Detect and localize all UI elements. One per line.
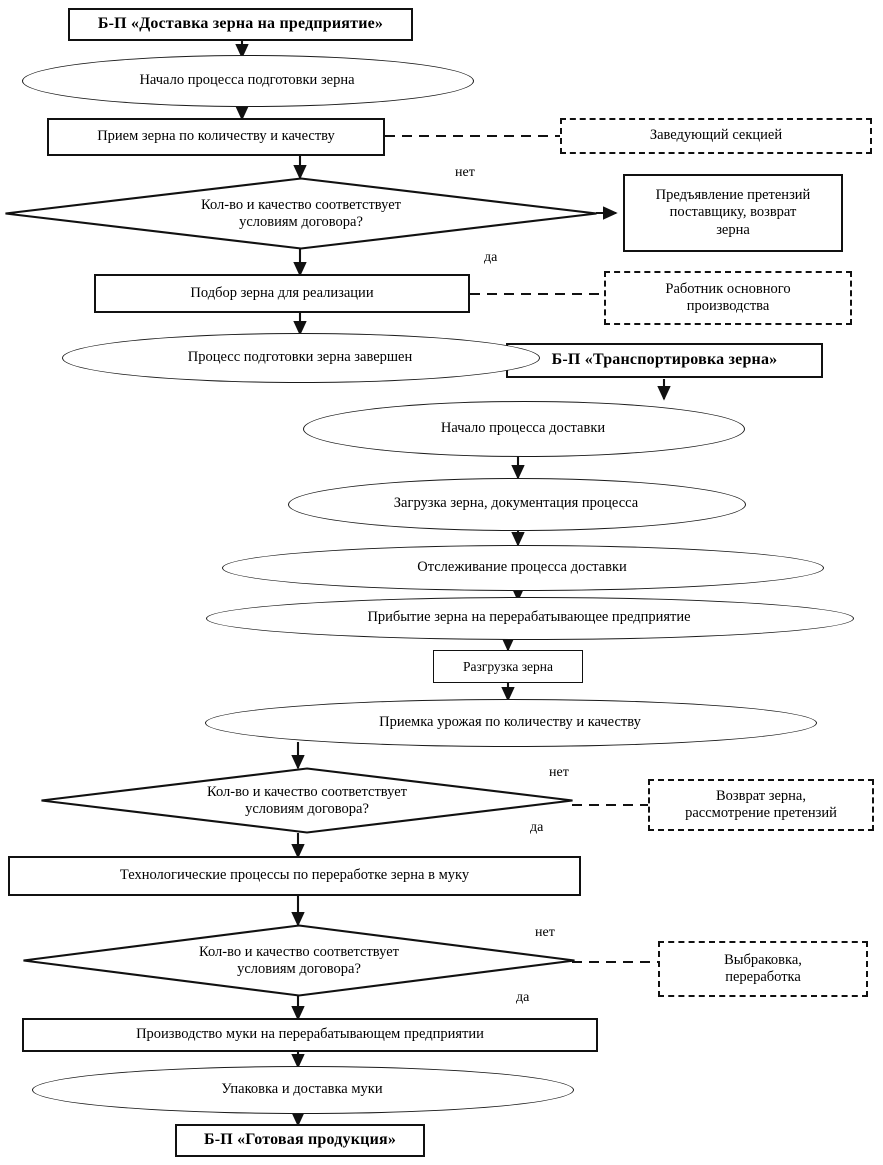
node-start-delivery[interactable]: Начало процесса доставки	[303, 401, 745, 457]
diamond-shape	[23, 924, 575, 997]
node-return-grain[interactable]: Возврат зерна, рассмотрение претензий	[648, 779, 874, 831]
edge-label-no-1: нет	[455, 165, 475, 180]
diamond-shape	[41, 767, 573, 834]
node-delivery-tracking[interactable]: Отслеживание процесса доставки	[222, 545, 824, 591]
edge-label-no-3: нет	[535, 925, 555, 940]
edge-label-yes-3: да	[516, 990, 530, 1005]
role-section-head-label: Заведующий секцией	[649, 127, 783, 144]
node-start-preparation-label: Начало процесса подготовки зерна	[139, 71, 355, 88]
node-start-preparation[interactable]: Начало процесса подготовки зерна	[22, 55, 474, 107]
node-decision-quality-2[interactable]: Кол-во и качество соответствует условиям…	[40, 767, 574, 834]
node-packaging-delivery[interactable]: Упаковка и доставка муки	[32, 1066, 574, 1114]
node-technological-process[interactable]: Технологические процессы по переработке …	[8, 856, 581, 896]
node-claim-to-supplier-label: Предъявление претензий поставщику, возвр…	[655, 187, 811, 238]
node-decision-quality-3[interactable]: Кол-во и качество соответствует условиям…	[22, 924, 576, 997]
node-grain-intake-label: Прием зерна по количеству и качеству	[97, 128, 335, 145]
node-grain-unloading-label: Разгрузка зерна	[462, 658, 554, 674]
node-decision-quality-2-label: Кол-во и качество соответствует условиям…	[207, 783, 407, 817]
node-claim-to-supplier[interactable]: Предъявление претензий поставщику, возвр…	[623, 174, 843, 252]
process-title-delivery-label: Б-П «Доставка зерна на предприятие»	[97, 15, 384, 33]
process-title-delivery[interactable]: Б-П «Доставка зерна на предприятие»	[68, 8, 413, 41]
node-grain-selection-label: Подбор зерна для реализации	[190, 284, 374, 301]
process-title-transportation-label: Б-П «Транспортировка зерна»	[551, 351, 778, 369]
node-flour-production[interactable]: Производство муки на перерабатывающем пр…	[22, 1018, 598, 1052]
node-grain-unloading[interactable]: Разгрузка зерна	[433, 650, 583, 683]
node-grain-arrival-label: Прибытие зерна на перерабатывающее предп…	[367, 609, 691, 625]
node-harvest-acceptance-label: Приемка урожая по количеству и качеству	[379, 713, 641, 730]
node-delivery-tracking-label: Отслеживание процесса доставки	[417, 558, 627, 575]
node-rejection-reprocessing-label: Выбраковка, переработка	[724, 951, 802, 985]
role-main-production-worker[interactable]: Работник основного производства	[604, 271, 852, 325]
node-loading-documentation-label: Загрузка зерна, документация процесса	[393, 495, 639, 511]
node-return-grain-label: Возврат зерна, рассмотрение претензий	[685, 787, 837, 821]
node-harvest-acceptance[interactable]: Приемка урожая по количеству и качеству	[205, 699, 817, 747]
node-technological-process-label: Технологические процессы по переработке …	[119, 867, 470, 884]
edge-label-yes-1: да	[484, 250, 498, 265]
node-start-delivery-label: Начало процесса доставки	[440, 419, 606, 436]
node-decision-quality-1-label: Кол-во и качество соответствует условиям…	[201, 196, 401, 230]
node-preparation-complete[interactable]: Процесс подготовки зерна завершен	[62, 333, 540, 383]
node-grain-arrival[interactable]: Прибытие зерна на перерабатывающее предп…	[206, 597, 854, 640]
ellipse-shape	[303, 401, 745, 457]
role-section-head[interactable]: Заведующий секцией	[560, 118, 872, 154]
edge-label-no-2: нет	[549, 765, 569, 780]
node-rejection-reprocessing[interactable]: Выбраковка, переработка	[658, 941, 868, 997]
process-title-finished-product-label: Б-П «Готовая продукция»	[203, 1131, 397, 1149]
node-packaging-delivery-label: Упаковка и доставка муки	[221, 1080, 383, 1097]
node-grain-selection[interactable]: Подбор зерна для реализации	[94, 274, 470, 313]
node-decision-quality-1[interactable]: Кол-во и качество соответствует условиям…	[4, 177, 598, 250]
node-decision-quality-3-label: Кол-во и качество соответствует условиям…	[199, 943, 399, 977]
process-title-transportation[interactable]: Б-П «Транспортировка зерна»	[506, 343, 823, 378]
node-loading-documentation[interactable]: Загрузка зерна, документация процесса	[288, 478, 746, 531]
role-main-production-worker-label: Работник основного производства	[665, 280, 791, 314]
node-flour-production-label: Производство муки на перерабатывающем пр…	[136, 1026, 484, 1043]
ellipse-shape	[206, 597, 854, 640]
node-grain-intake[interactable]: Прием зерна по количеству и качеству	[47, 118, 385, 156]
process-title-finished-product[interactable]: Б-П «Готовая продукция»	[175, 1124, 425, 1157]
edge-label-yes-2: да	[530, 820, 544, 835]
diamond-shape	[5, 177, 597, 250]
node-preparation-complete-label: Процесс подготовки зерна завершен	[187, 348, 413, 365]
